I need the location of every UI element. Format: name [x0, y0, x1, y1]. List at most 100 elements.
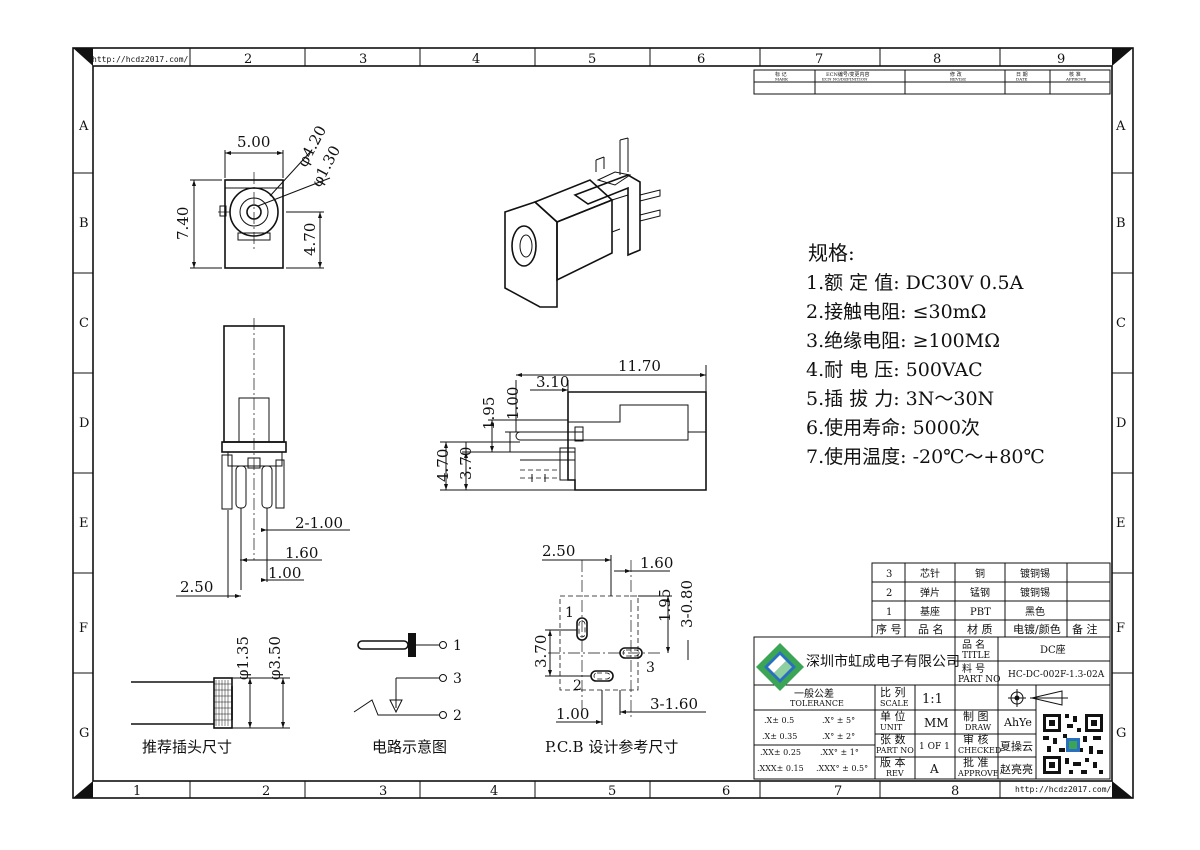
pcb-dim-100: 1.00: [556, 705, 589, 723]
column-label: 8: [951, 784, 959, 799]
revision-header: 修 改: [950, 71, 962, 78]
tolerance-value: .X° ± 5°: [822, 716, 855, 725]
bom-header: 品 名: [918, 622, 944, 636]
row-label: B: [79, 216, 89, 231]
column-label: 4: [490, 784, 498, 799]
company-logo: [756, 643, 804, 691]
circuit-caption: 电路示意图: [372, 738, 447, 756]
dim-plug-small: φ1.35: [234, 636, 252, 680]
row-label: E: [1116, 516, 1126, 531]
revision-block: [753, 69, 1111, 95]
dim-side-250: 2.50: [180, 578, 213, 596]
tolerance-value: .XX± 0.25: [760, 748, 801, 757]
revision-header: ECN编号/变更内容: [826, 71, 870, 78]
tolerance-value: .XX° ± 1°: [820, 748, 859, 757]
dim-section-195: 1.95: [480, 397, 498, 430]
column-label: 7: [834, 784, 842, 799]
dim-plug-large: φ3.50: [266, 636, 284, 680]
bom-cell: 3: [886, 569, 892, 580]
section-view-dimensions: [440, 365, 707, 491]
pcb-pin-2: 2: [573, 678, 582, 694]
row-label: C: [79, 316, 89, 331]
bom-cell: 弹片: [920, 586, 940, 599]
column-label: 6: [697, 52, 705, 67]
bom-header: 序 号: [876, 622, 902, 636]
row-label: G: [79, 726, 89, 741]
spec-line: 5.插 拔 力: 3N～30N: [806, 388, 994, 410]
revision-subheader: MARK: [775, 77, 789, 82]
section-view: [515, 391, 707, 491]
title-label: 品 名: [962, 638, 985, 651]
row-label: D: [79, 416, 89, 431]
front-view: [218, 172, 284, 269]
scale-value: 1:1: [922, 692, 943, 707]
company-name: 深圳市虹成电子有限公司: [806, 653, 960, 670]
column-label: 3: [359, 52, 367, 67]
unit-value: MM: [924, 716, 949, 730]
iso-view: [504, 137, 661, 308]
column-label: 7: [815, 52, 823, 67]
dim-section-470: 4.70: [434, 449, 452, 482]
spec-line: 2.接触电阻: ≤30mΩ: [806, 301, 986, 323]
url-bottom: http://hcdz2017.com/: [1015, 785, 1112, 794]
bom-cell: 2: [886, 588, 892, 599]
pcb-dimensions: [542, 555, 706, 725]
dim-section-370: 3.70: [457, 447, 475, 480]
dim-section-100: 1.00: [504, 387, 522, 420]
pcb-pin-1: 1: [565, 605, 574, 621]
unit-label-en: UNIT: [880, 723, 903, 732]
sheet-frame: [72, 47, 1134, 799]
spec-line: 3.绝缘电阻: ≥100MΩ: [806, 330, 1000, 352]
rev-label-en: REV: [886, 769, 904, 778]
column-label: 2: [244, 52, 252, 67]
tolerance-label-en: TOLERANCE: [790, 699, 844, 708]
plug-drawing: [131, 677, 290, 729]
bom-cell: 黑色: [1025, 605, 1045, 618]
row-label: A: [78, 119, 89, 134]
sheet-label: 张 数: [880, 733, 906, 746]
tolerance-value: .X° ± 2°: [822, 732, 855, 741]
revision-header: 核 准: [1069, 71, 1081, 78]
bom-header: 材 质: [967, 622, 993, 636]
row-label: G: [1116, 726, 1126, 741]
spec-line: 6.使用寿命: 5000次: [806, 417, 980, 439]
revision-subheader: REVISE: [950, 77, 966, 82]
draw-value: AhYe: [1003, 716, 1032, 729]
column-label: 6: [722, 784, 730, 799]
pcb-layout: [548, 560, 660, 720]
rev-value: A: [929, 762, 939, 776]
bom-cell: 1: [886, 607, 892, 618]
dim-height: 7.40: [174, 207, 192, 240]
row-label: D: [1116, 416, 1126, 431]
url-top: http://hcdz2017.com/: [92, 55, 189, 64]
column-label: 3: [379, 784, 387, 799]
pcb-dim-160: 1.60: [640, 554, 673, 572]
tolerance-value: .X± 0.35: [762, 732, 797, 741]
column-label: 5: [608, 784, 616, 799]
part-label: 料 号: [962, 662, 985, 675]
sheet-label-en: PART NO: [876, 746, 914, 755]
row-label: B: [1116, 216, 1126, 231]
bom-header: 备 注: [1072, 622, 1098, 636]
circuit-pin-3: 3: [453, 671, 462, 687]
approve-label-en: APPROVE: [957, 769, 999, 778]
pcb-dim-370: 3.70: [532, 635, 550, 668]
dim-pin-pitch: 2-1.00: [295, 514, 343, 532]
bom-cell: 锰钢: [970, 586, 990, 599]
pcb-pin-3: 3: [646, 660, 655, 676]
specs-title: 规格:: [808, 241, 855, 265]
draw-label-en: DRAW: [965, 723, 992, 732]
row-label: C: [1116, 316, 1126, 331]
spec-line: 1.额 定 值: DC30V 0.5A: [806, 272, 1024, 294]
scale-label: 比 列: [880, 685, 906, 699]
approve-value: 赵亮亮: [1000, 762, 1033, 776]
circuit-diagram: [353, 633, 447, 719]
circuit-pin-1: 1: [453, 638, 462, 654]
check-label-en: CHECKED: [958, 746, 1001, 755]
title-label-en: TITLE: [962, 651, 990, 661]
tolerance-value: .XXX° ± 0.5°: [816, 764, 868, 773]
row-label: F: [79, 621, 88, 636]
row-label: E: [79, 516, 89, 531]
draw-label: 制 图: [963, 710, 989, 723]
